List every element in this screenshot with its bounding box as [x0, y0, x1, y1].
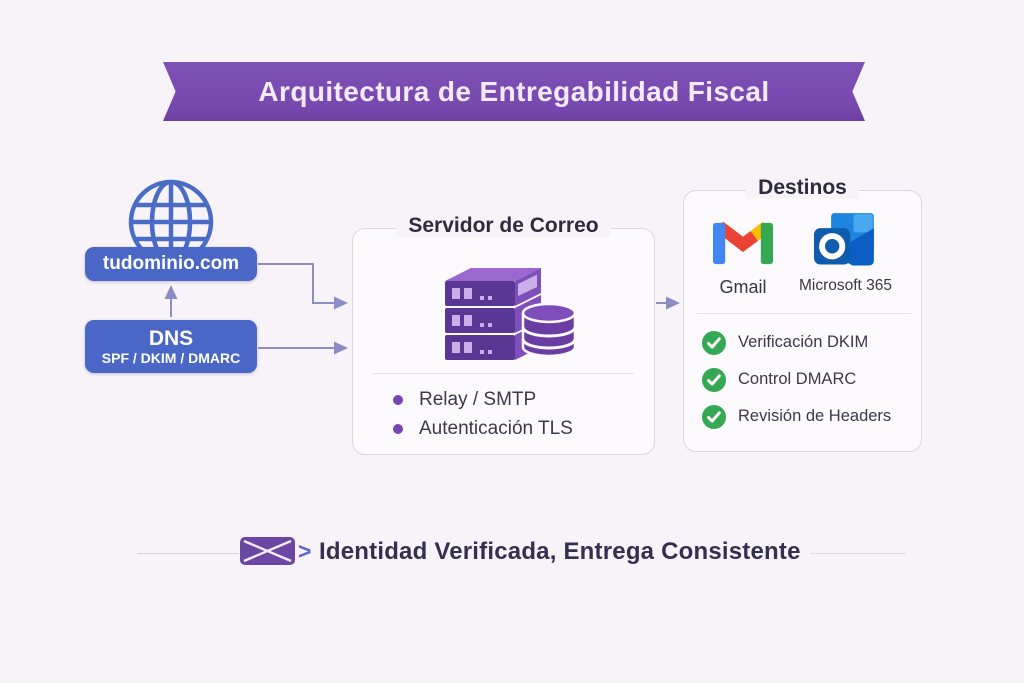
domain-label: tudominio.com — [102, 253, 240, 274]
footer-rule-left — [137, 553, 239, 554]
header-ribbon: Arquitectura de Entregabilidad Fiscal — [163, 62, 865, 121]
server-feature-list: Relay / SMTP Autenticación TLS — [393, 385, 573, 443]
list-item: Autenticación TLS — [393, 414, 573, 443]
provider-name: Gmail — [719, 277, 767, 297]
verification-check-list: Verificación DKIM Control DMARC Revisión… — [701, 324, 891, 435]
provider-name: Microsoft 365 — [798, 277, 893, 294]
check-circle-icon — [702, 367, 726, 392]
list-item: Verificación DKIM — [701, 324, 891, 361]
mail-server-card: Servidor de Correo — [352, 214, 655, 455]
chevron-right-icon: > — [298, 538, 312, 564]
list-item: Relay / SMTP — [393, 385, 573, 414]
provider-microsoft-365: Microsoft 365 — [799, 213, 892, 298]
dns-box: DNS SPF / DKIM / DMARC — [85, 320, 257, 373]
domain-box: tudominio.com — [85, 247, 257, 281]
footer-rule-right — [810, 553, 906, 554]
destinations-card-divider — [697, 313, 911, 314]
destinations-card: Destinos Gmail — [683, 176, 922, 452]
bullet-dot-icon — [393, 394, 403, 405]
check-circle-icon — [702, 404, 726, 429]
provider-row: Gmail Microsoft 365 — [684, 213, 921, 298]
dns-records-label: SPF / DKIM / DMARC — [101, 349, 241, 366]
list-item: Control DMARC — [701, 361, 891, 398]
check-circle-icon — [702, 330, 726, 355]
provider-gmail: Gmail — [712, 213, 773, 298]
dns-title: DNS — [148, 326, 194, 350]
mail-server-icon — [445, 268, 577, 360]
list-item: Revisión de Headers — [701, 398, 891, 435]
envelope-icon — [240, 537, 295, 565]
outlook-icon — [814, 213, 875, 266]
gmail-icon — [712, 221, 773, 264]
bullet-dot-icon — [393, 423, 403, 434]
footer-tagline: Identidad Verificada, Entrega Consistent… — [319, 538, 801, 565]
server-card-divider — [373, 373, 634, 374]
page-title: Arquitectura de Entregabilidad Fiscal — [258, 75, 770, 107]
